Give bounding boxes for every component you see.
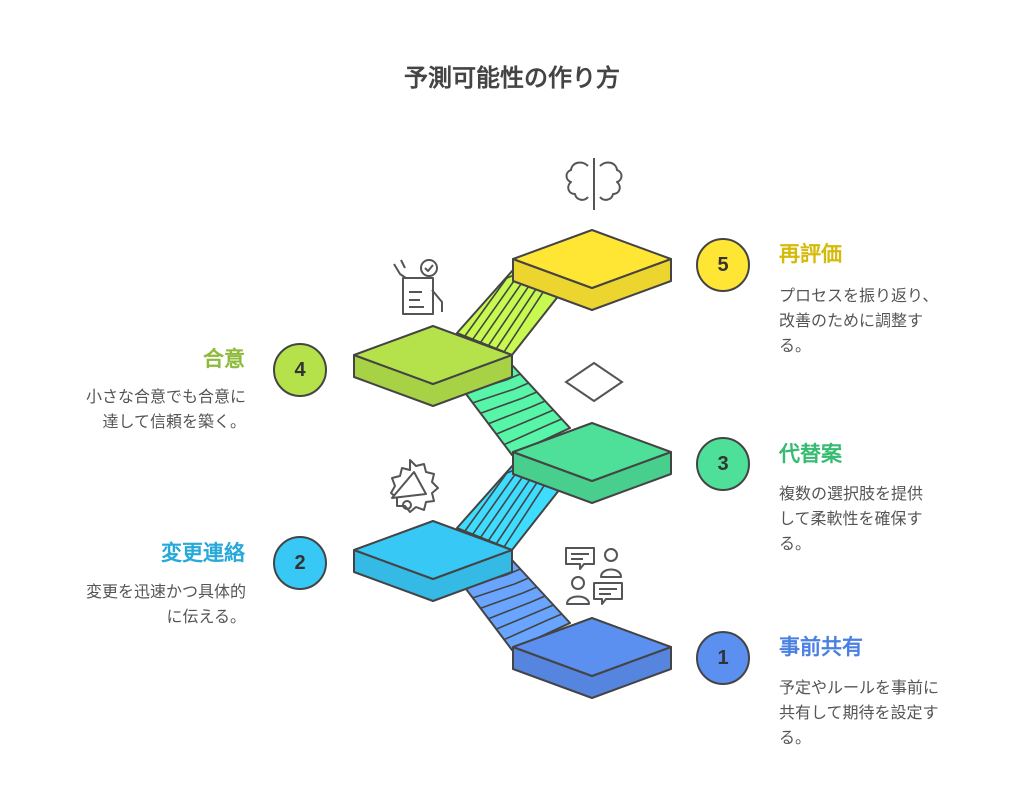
chat-people-icon	[565, 547, 623, 605]
platform-step-3	[512, 422, 672, 504]
platform-step-5	[512, 229, 672, 311]
step-2-number-badge: 2	[273, 536, 327, 590]
megaphone-icon	[390, 459, 439, 513]
diamond-icon	[564, 361, 624, 403]
step-1-title: 事前共有	[779, 635, 863, 659]
platform-step-4	[353, 325, 513, 407]
step-3-description: 複数の選択肢を提供して柔軟性を確保する。	[779, 484, 924, 553]
platform-step-2	[353, 520, 513, 602]
diagram-title: 予測可能性の作り方	[404, 64, 620, 92]
step-1-description: 予定やルールを事前に共有して期待を設定する。	[779, 678, 940, 747]
step-4-description: 小さな合意でも合意に達して信頼を築く。	[86, 387, 247, 431]
step-5-number-badge: 5	[696, 238, 750, 292]
platform-step-1	[512, 617, 672, 699]
step-3-title: 代替案	[779, 442, 842, 466]
step-3-number-badge: 3	[696, 437, 750, 491]
step-2-description: 変更を迅速かつ具体的に伝える。	[86, 582, 247, 626]
step-5-description: プロセスを振り返り、改善のために調整する。	[779, 286, 939, 355]
step-2-title: 変更連絡	[161, 541, 245, 565]
step-4-number-badge: 4	[273, 343, 327, 397]
agreement-document-icon	[393, 259, 443, 315]
brain-icon	[565, 158, 623, 210]
step-5-title: 再評価	[779, 242, 842, 266]
step-1-number-badge: 1	[696, 631, 750, 685]
step-4-title: 合意	[203, 347, 245, 371]
